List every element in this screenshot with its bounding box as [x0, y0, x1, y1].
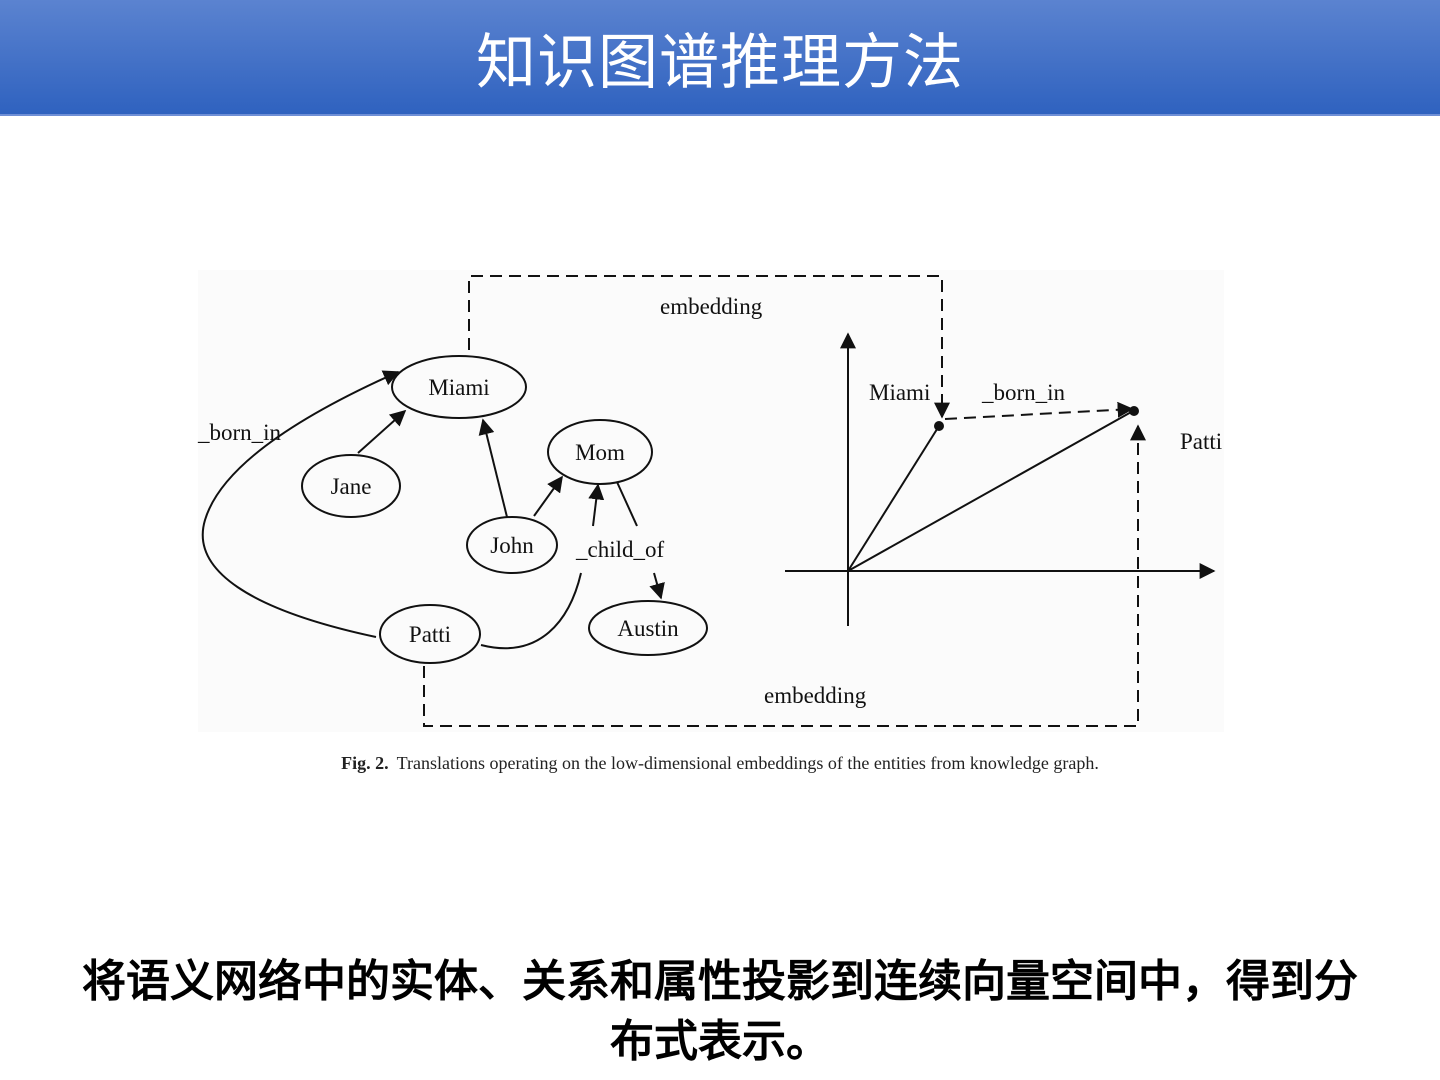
edge-childof-austin — [649, 572, 665, 600]
node-patti — [379, 604, 481, 664]
vector-miami — [847, 425, 940, 572]
vector-label-born-in: _born_in — [981, 380, 1066, 405]
node-label-jane: Jane — [331, 474, 372, 499]
node-austin — [588, 600, 708, 656]
edge-patti-childof — [480, 572, 582, 650]
slide-header: 知识图谱推理方法 — [0, 0, 1440, 116]
node-label-austin: Austin — [617, 616, 679, 641]
node-john — [466, 516, 558, 574]
point-miami — [934, 421, 944, 431]
embedding-label-top: embedding — [660, 294, 763, 319]
node-label-patti: Patti — [409, 622, 451, 647]
vector-born-in — [944, 401, 1134, 420]
embedding-label-bottom: embedding — [764, 683, 867, 708]
vector-label-miami: Miami — [869, 380, 930, 405]
slide-title: 知识图谱推理方法 — [476, 27, 964, 98]
embedding-dashed-top — [468, 275, 950, 419]
edge-mom-childof — [616, 481, 638, 527]
caption-label: Fig. 2. — [341, 753, 389, 773]
vector-patti — [847, 410, 1134, 572]
figure-background — [198, 270, 1224, 732]
node-label-mom: Mom — [575, 440, 625, 465]
edge-john-miami — [478, 418, 508, 518]
point-patti — [1129, 406, 1139, 416]
edge-childof-mom — [588, 483, 605, 527]
figure-caption: Fig. 2. Translations operating on the low… — [0, 753, 1440, 774]
node-jane — [301, 454, 401, 518]
edge-patti-miami — [201, 370, 400, 638]
caption-text: Translations operating on the low-dimens… — [396, 753, 1099, 773]
body-text-line1: 将语义网络中的实体、关系和属性投影到连续向量空间中，得到分 — [82, 956, 1358, 1007]
node-miami — [391, 355, 527, 419]
edge-jane-miami — [357, 409, 407, 454]
body-text: 将语义网络中的实体、关系和属性投影到连续向量空间中，得到分 布式表示。 — [20, 952, 1420, 1072]
edge-john-mom — [533, 475, 563, 517]
node-mom — [547, 419, 653, 485]
edge-label-child-of: _child_of — [575, 537, 664, 562]
vector-label-patti: Patti — [1180, 429, 1222, 454]
node-label-miami: Miami — [428, 375, 489, 400]
node-label-john: John — [490, 533, 534, 558]
edge-label-born-in: _born_in — [197, 420, 282, 445]
embedding-dashed-bottom — [423, 424, 1146, 727]
body-text-line2: 布式表示。 — [610, 1016, 830, 1067]
